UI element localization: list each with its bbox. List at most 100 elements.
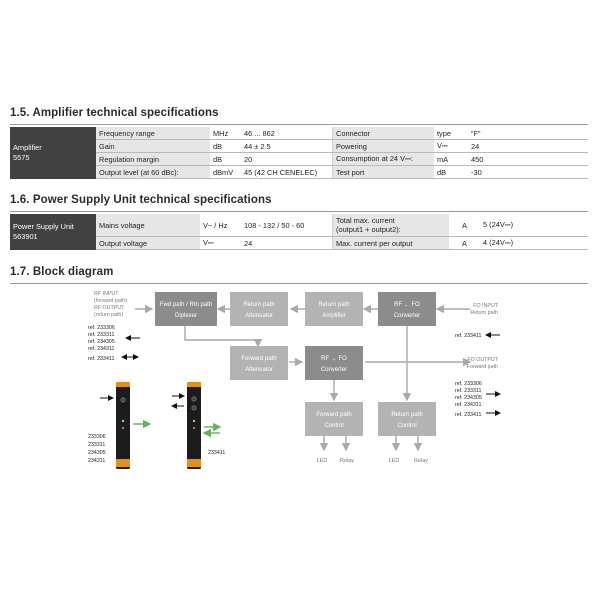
amp-param-0: Frequency range bbox=[96, 127, 210, 140]
amp-value-1: 44 ± 2.5 bbox=[241, 139, 333, 153]
left-ref-3: ref. 234311 bbox=[88, 346, 114, 352]
psu-device-cell: Power Supply Unit 563901 bbox=[10, 214, 96, 250]
module-left-code-3: 234311 bbox=[88, 458, 105, 464]
psu-title-rule bbox=[10, 211, 588, 212]
psu-value-1: 24 bbox=[241, 236, 333, 250]
amplifier-device-cell: Amplifier 5575 bbox=[10, 127, 96, 179]
rf-to-fo-converter-label-1: RF → FO bbox=[321, 356, 347, 362]
psu-unit2-1: A bbox=[449, 236, 480, 250]
return-amplifier-box: Return path Amplifier bbox=[305, 292, 363, 326]
forward-attenuator-label-2: Attenuator bbox=[245, 367, 273, 373]
forward-attenuator-box: Forward path Attenuator bbox=[230, 346, 288, 380]
amp-unit2-2: mA bbox=[434, 152, 468, 166]
amp-value2-1: 24 bbox=[468, 139, 588, 153]
psu-unit2-0: A bbox=[449, 214, 480, 237]
psu-device-ref: 563901 bbox=[13, 231, 38, 241]
rf-input-label: RF INPUT bbox=[94, 291, 119, 297]
psu-param-0: Mains voltage bbox=[96, 214, 200, 237]
diplexer-label-2: Diplexer bbox=[175, 313, 197, 319]
fo-input-label: FO INPUT bbox=[473, 303, 498, 309]
psu-spec-table: Power Supply Unit 563901 Mains voltage V… bbox=[10, 214, 588, 250]
amp-value2-3: -30 bbox=[468, 165, 588, 179]
amplifier-device-name: Amplifier bbox=[13, 142, 42, 152]
right-ref-233411-top: ref. 233411 bbox=[455, 333, 481, 339]
rf-output-sub: (return path) bbox=[94, 312, 123, 318]
return-amplifier-label-2: Amplifier bbox=[322, 313, 345, 319]
signal-lines bbox=[135, 304, 472, 452]
amp-param-3: Output level (at 60 dBc): bbox=[96, 165, 210, 179]
forward-control-box: Forward path Control bbox=[305, 402, 363, 436]
fo-output-sub: Forward path bbox=[467, 364, 498, 370]
fwd-led-label: LED bbox=[317, 458, 328, 464]
diplexer-label-1: Fwd path / Rtn path bbox=[160, 302, 212, 308]
return-control-box: Return path Control bbox=[378, 402, 436, 436]
return-attenuator-label-1: Return path bbox=[243, 302, 274, 308]
module-right-code: 233411 bbox=[208, 450, 225, 456]
psu-unit-1: V⎓ bbox=[200, 236, 241, 250]
psu-value2-1: 4 (24V⎓) bbox=[480, 236, 588, 250]
right-ref-1: ref. 233311 bbox=[455, 388, 481, 394]
amp-unit2-3: dB bbox=[434, 165, 468, 179]
rf-input-sub: (forward path) bbox=[94, 298, 127, 304]
amp-value-2: 20 bbox=[241, 152, 333, 166]
amp-param2-0: Connector bbox=[332, 127, 434, 140]
fo-input-sub: Return path bbox=[470, 310, 498, 316]
diplexer-to-fwdatt-line bbox=[184, 326, 263, 348]
psu-section-title: 1.6. Power Supply Unit technical specifi… bbox=[10, 194, 272, 206]
fo-output-label: FO OUTPUT bbox=[467, 357, 498, 363]
return-attenuator-box: Return path Attenuator bbox=[230, 292, 288, 326]
psu-param2-1: Max. current per output bbox=[332, 236, 449, 250]
amp-param-1: Gain bbox=[96, 139, 210, 153]
return-amplifier-label-1: Return path bbox=[318, 302, 349, 308]
diplexer-box: Fwd path / Rtn path Diplexer bbox=[155, 292, 217, 326]
right-ref-3: ref. 234311 bbox=[455, 402, 481, 408]
module-left-codes: 233306 233311 234305 234311 bbox=[88, 434, 106, 464]
amplifier-spec-table: Amplifier 5575 Frequency range MHz 46 ..… bbox=[10, 127, 588, 179]
right-ref-list: ref. 233411 ref. 233306 ref. 233311 ref.… bbox=[455, 333, 482, 418]
amp-unit-1: dB bbox=[210, 139, 241, 153]
return-control-label-2: Control bbox=[397, 423, 416, 429]
amp-param-2: Regulation margin bbox=[96, 152, 210, 166]
left-ref-0: ref. 233306 bbox=[88, 325, 115, 331]
module-left-code-1: 233311 bbox=[88, 442, 105, 448]
module-left-code-2: 234305 bbox=[88, 450, 106, 456]
fwd-relay-label: Relay bbox=[340, 458, 354, 464]
amp-param2-1: Powering bbox=[332, 139, 434, 153]
amplifier-device-ref: 5575 bbox=[13, 152, 30, 162]
right-ref-2: ref. 234305 bbox=[455, 395, 482, 401]
right-ref-0: ref. 233306 bbox=[455, 381, 482, 387]
rf-to-fo-converter-box: RF → FO Converter bbox=[305, 346, 363, 380]
amp-param2-3: Test port bbox=[332, 165, 434, 179]
left-ref-233411: ref. 233411 bbox=[88, 356, 114, 362]
psu-param2-0: Total max. current (output1 + output2): bbox=[332, 214, 449, 237]
amp-unit2-1: V⎓ bbox=[434, 139, 468, 153]
psu-param2-0-line2: (output1 + output2): bbox=[336, 225, 401, 234]
forward-control-label-1: Forward path bbox=[316, 412, 351, 418]
psu-device-name: Power Supply Unit bbox=[13, 221, 74, 231]
block-section-title: 1.7. Block diagram bbox=[10, 266, 114, 278]
return-attenuator-label-2: Attenuator bbox=[245, 313, 273, 319]
module-left-code-0: 233306 bbox=[88, 434, 106, 440]
rf-output-label: RF OUTPUT bbox=[94, 305, 125, 311]
rf-to-fo-converter-label-2: Converter bbox=[321, 367, 347, 373]
amp-unit2-0: type bbox=[434, 127, 468, 140]
psu-param2-0-line1: Total max. current bbox=[336, 216, 395, 225]
forward-control-label-2: Control bbox=[324, 423, 343, 429]
module-left-picture bbox=[100, 382, 152, 469]
amp-unit-0: MHz bbox=[210, 127, 241, 140]
amp-unit-2: dB bbox=[210, 152, 241, 166]
ret-led-label: LED bbox=[389, 458, 400, 464]
psu-unit-0: V~ / Hz bbox=[200, 214, 241, 237]
amp-value-0: 46 ... 862 bbox=[241, 127, 333, 140]
psu-value-0: 108 - 132 / 50 - 60 bbox=[241, 214, 333, 237]
amp-value2-0: “F” bbox=[468, 127, 588, 140]
amplifier-title-rule bbox=[10, 124, 588, 125]
psu-value2-0: 5 (24V⎓) bbox=[480, 214, 588, 237]
psu-param-1: Output voltage bbox=[96, 236, 200, 250]
amp-value-3: 45 (42 CH CENELEC) bbox=[241, 165, 333, 179]
rf-fo-converter-box: RF ← FO Converter bbox=[378, 292, 436, 326]
rf-port-labels: RF INPUT (forward path) RF OUTPUT (retur… bbox=[94, 291, 127, 318]
block-title-rule bbox=[10, 283, 588, 284]
amp-unit-3: dBmV bbox=[210, 165, 241, 179]
return-control-label-1: Return path bbox=[391, 412, 422, 418]
